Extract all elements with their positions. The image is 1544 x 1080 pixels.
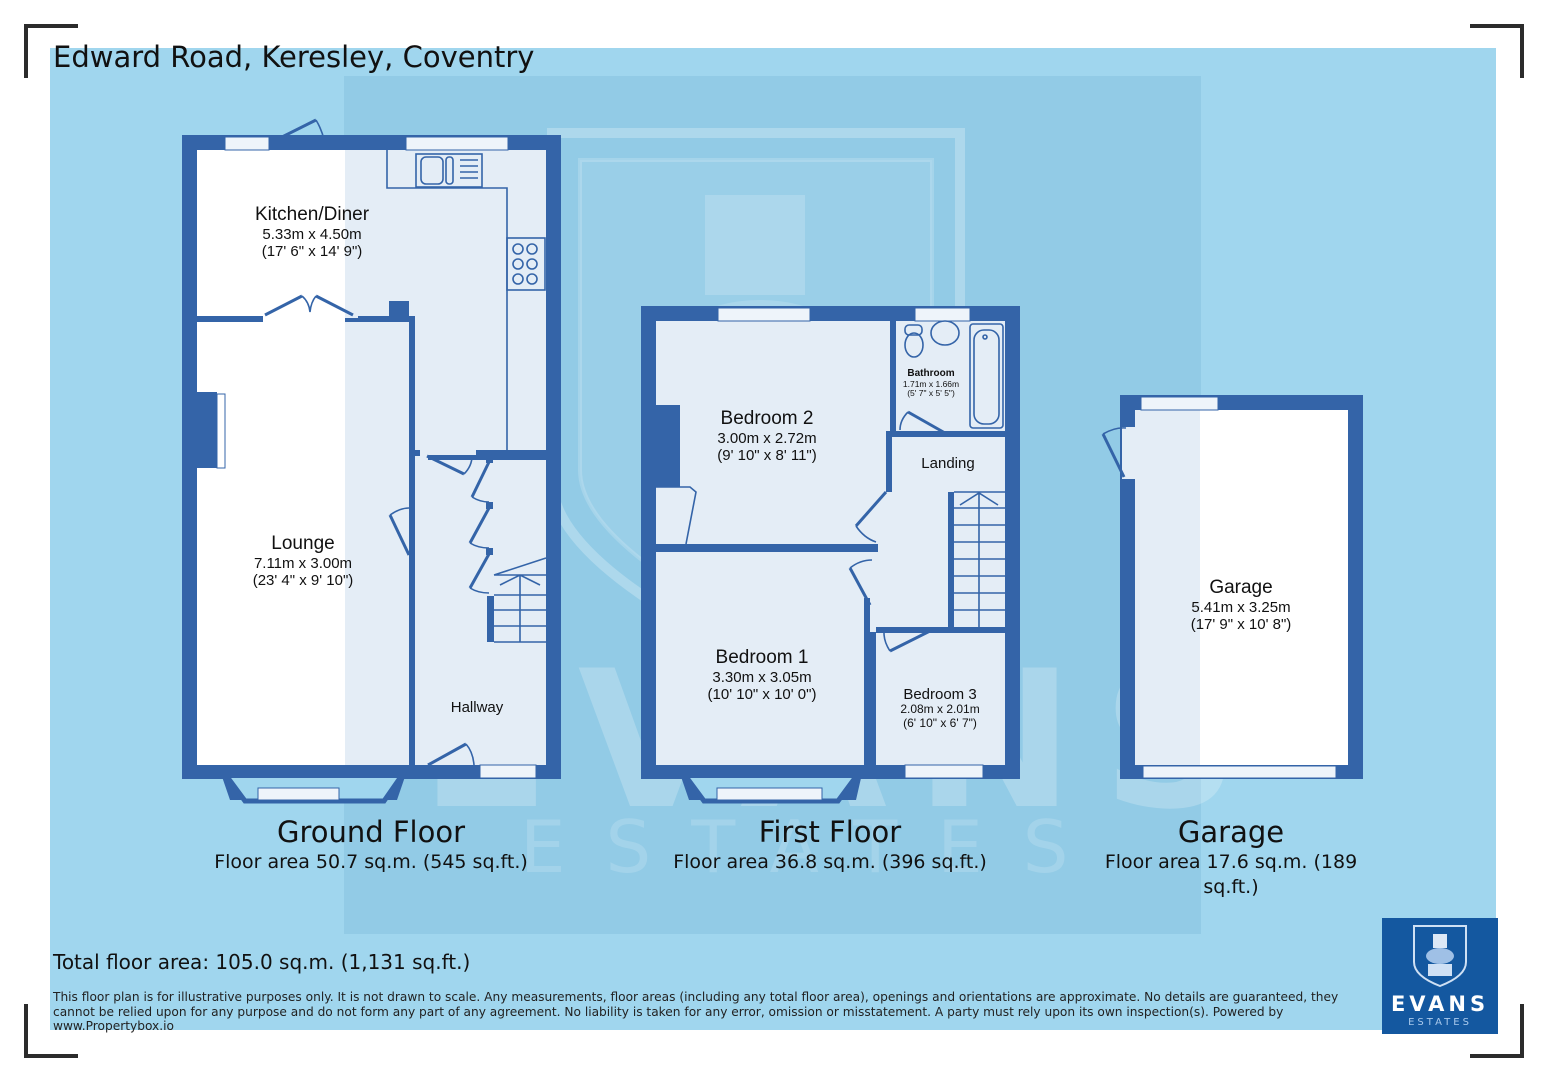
room-bedroom-3: Bedroom 3 2.08m x 2.01m (6' 10" x 6' 7") <box>900 686 980 731</box>
room-bathroom: Bathroom 1.71m x 1.66m (5' 7" x 5' 5") <box>902 368 960 399</box>
crop-mark-bottom-left <box>24 1004 78 1058</box>
room-bedroom-2: Bedroom 2 3.00m x 2.72m (9' 10" x 8' 11"… <box>717 408 817 465</box>
garage-plan <box>1101 395 1363 779</box>
first-floor-plan <box>641 306 1020 804</box>
evans-estates-logo: EVANS ESTATES <box>1382 918 1498 1034</box>
room-hallway: Hallway <box>450 699 504 716</box>
room-lounge: Lounge 7.11m x 3.00m (23' 4" x 9' 10") <box>252 533 354 590</box>
room-landing: Landing <box>921 455 975 472</box>
ground-floor-plan <box>182 118 561 804</box>
crop-mark-top-right <box>1470 24 1524 78</box>
room-kitchen-diner: Kitchen/Diner 5.33m x 4.50m (17' 6" x 14… <box>254 204 370 261</box>
watermark-sub: ESTATES <box>520 805 1109 889</box>
total-floor-area: Total floor area: 105.0 sq.m. (1,131 sq.… <box>53 950 471 974</box>
disclaimer: This floor plan is for illustrative purp… <box>53 990 1339 1033</box>
crest-icon <box>1413 925 1467 988</box>
room-bedroom-1: Bedroom 1 3.30m x 3.05m (10' 10" x 10' 0… <box>707 647 817 704</box>
floor-heading-first: First Floor Floor area 36.8 sq.m. (396 s… <box>673 815 987 874</box>
floor-heading-garage: Garage Floor area 17.6 sq.m. (189 sq.ft.… <box>1104 815 1358 898</box>
room-garage: Garage 5.41m x 3.25m (17' 9" x 10' 8") <box>1190 577 1292 634</box>
floor-heading-ground: Ground Floor Floor area 50.7 sq.m. (545 … <box>214 815 528 874</box>
page-title: Edward Road, Keresley, Coventry <box>53 40 535 74</box>
crop-mark-bottom-right <box>1470 1004 1524 1058</box>
crop-mark-top-left <box>24 24 78 78</box>
